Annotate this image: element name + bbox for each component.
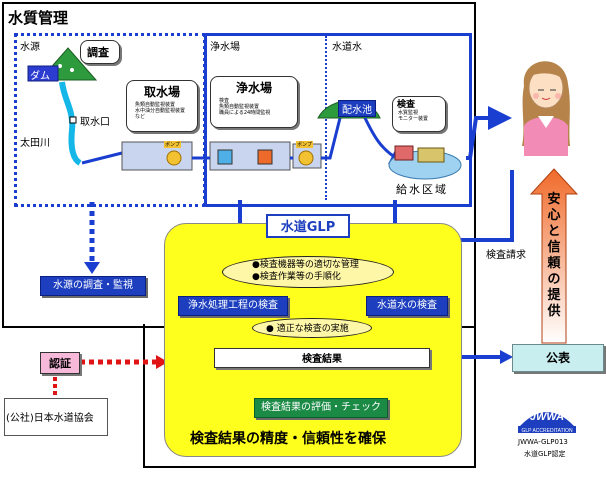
survey-label: 調査: [87, 46, 109, 59]
intake-facility: [121, 141, 193, 171]
intake-detail-2: 水中油分自動監視装置: [135, 108, 186, 114]
evaluation-box: 検査結果の評価・チェック: [254, 398, 388, 418]
peace-arrow: [529, 168, 579, 344]
intake-detail-1: 魚類自動監視装置: [135, 102, 176, 108]
certification-text: 認証: [49, 357, 71, 370]
dam-label: ダム: [30, 71, 50, 82]
section-label-source: 水源: [20, 42, 40, 53]
treatment-section-frame: [204, 33, 472, 207]
tap-inspection-box: 水道水の検査: [366, 296, 448, 316]
woman-icon: [522, 61, 570, 156]
proper-inspection-text: ● 適正な検査の実施: [266, 324, 349, 334]
results-text: 検査結果: [302, 354, 342, 365]
river-shape: [59, 81, 82, 166]
water-quality-frame-extension: [143, 324, 476, 468]
up-arrow-icon: [529, 168, 579, 344]
supply-area-label: 給水区域: [396, 183, 448, 196]
water-quality-title: 水質管理: [8, 9, 69, 27]
publication-text: 公表: [545, 351, 570, 365]
section-label-treatment: 浄水場: [210, 42, 240, 53]
glp-title-box: [266, 214, 350, 238]
reservoir-label: 配水池: [338, 100, 376, 117]
purification-detail-1: 検査: [219, 98, 230, 104]
inspection-detail-2: モニター装置: [398, 116, 429, 122]
survey-bubble: [80, 40, 120, 64]
pump-label-1: ポンプ: [164, 141, 181, 148]
purification-detail-3: 職員による24時間監視: [219, 110, 271, 116]
jwwa-logo: JWWA GLP ACCREDITATION: [516, 396, 578, 434]
inspection-detail-1: 水質監視: [398, 110, 419, 116]
glp-bottom-text: 検査結果の精度・信頼性を確保: [190, 431, 386, 447]
glp-title: 水道GLP: [280, 220, 336, 235]
section-label-tap: 水道水: [332, 42, 362, 53]
purification-title: 浄水場: [235, 81, 272, 95]
publication-box: [512, 344, 604, 372]
jwwa-logo-text: JWWA: [530, 411, 564, 423]
person-illustration: [510, 46, 580, 156]
intake-station-bubble: 取水場 魚類自動監視装置 水中油分自動監視装置 など: [126, 80, 198, 132]
peace-text: 安心と信頼の提供: [547, 192, 561, 319]
inspection-request-label: 検査請求: [486, 250, 526, 261]
glp-item-1: ●検査機器等の適切な管理: [252, 260, 359, 270]
inspection-title: 検査: [397, 100, 416, 110]
jwwa-sub-text: GLP ACCREDITATION: [521, 428, 573, 434]
jwwa-cert: 水道GLP認定: [524, 450, 566, 458]
source-survey-box: 水源の調査・監視: [40, 276, 146, 296]
river-label: 太田川: [20, 138, 50, 149]
certification-box: [40, 352, 80, 374]
intake-marker: [69, 116, 77, 124]
purification-detail-2: 魚類自動監視装置: [219, 104, 260, 110]
process-inspection-box: 浄水処理工程の検査: [178, 296, 288, 316]
intake-port-label: 取水口: [80, 117, 110, 128]
inspection-bubble: 検査 水質監視 モニター装置: [392, 96, 446, 132]
glp-item-2: ●検査作業等の手順化: [252, 272, 341, 282]
jwwa-code: JWWA-GLP013: [518, 438, 568, 446]
glp-management-ellipse: [222, 256, 394, 288]
jwwa-emblem-icon: JWWA GLP ACCREDITATION: [518, 411, 576, 434]
intake-detail-3: など: [135, 114, 146, 120]
proper-inspection-ellipse: [252, 318, 372, 338]
pump-label-2: ポンプ: [296, 141, 313, 148]
glp-management-list: ●検査機器等の適切な管理 ●検査作業等の手順化: [252, 259, 359, 283]
purification-bubble: 浄水場 検査 魚類自動監視装置 職員による24時間監視: [210, 76, 298, 128]
dam-shape: [27, 65, 59, 82]
association-box: [4, 398, 108, 436]
intake-station-title: 取水場: [143, 85, 180, 99]
results-box: [214, 348, 430, 368]
association-text: (公社)日本水道協会: [6, 413, 94, 424]
